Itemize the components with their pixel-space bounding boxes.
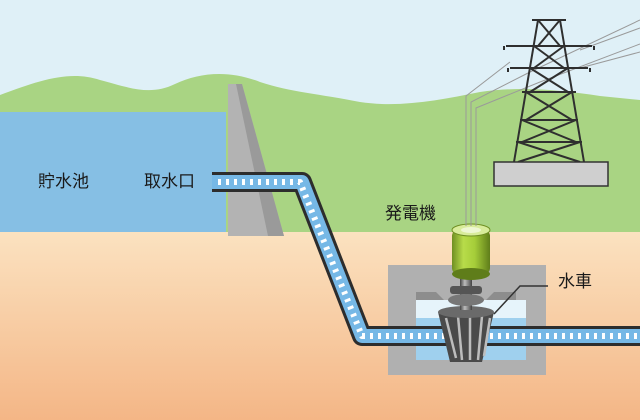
reservoir-water (0, 112, 226, 232)
penstock (212, 172, 640, 346)
turbine-shaft (448, 272, 484, 310)
reservoir-label: 貯水池 (38, 172, 89, 192)
transmission-tower (503, 19, 595, 163)
turbine-label-pointer (493, 285, 548, 315)
tower-base (493, 161, 609, 187)
turbine-label: 水車 (558, 272, 592, 292)
dam-face-shade (236, 84, 284, 236)
intake-label: 取水口 (144, 172, 195, 192)
generator (451, 223, 491, 280)
turbine (438, 306, 494, 362)
generator-label: 発電機 (385, 204, 436, 224)
